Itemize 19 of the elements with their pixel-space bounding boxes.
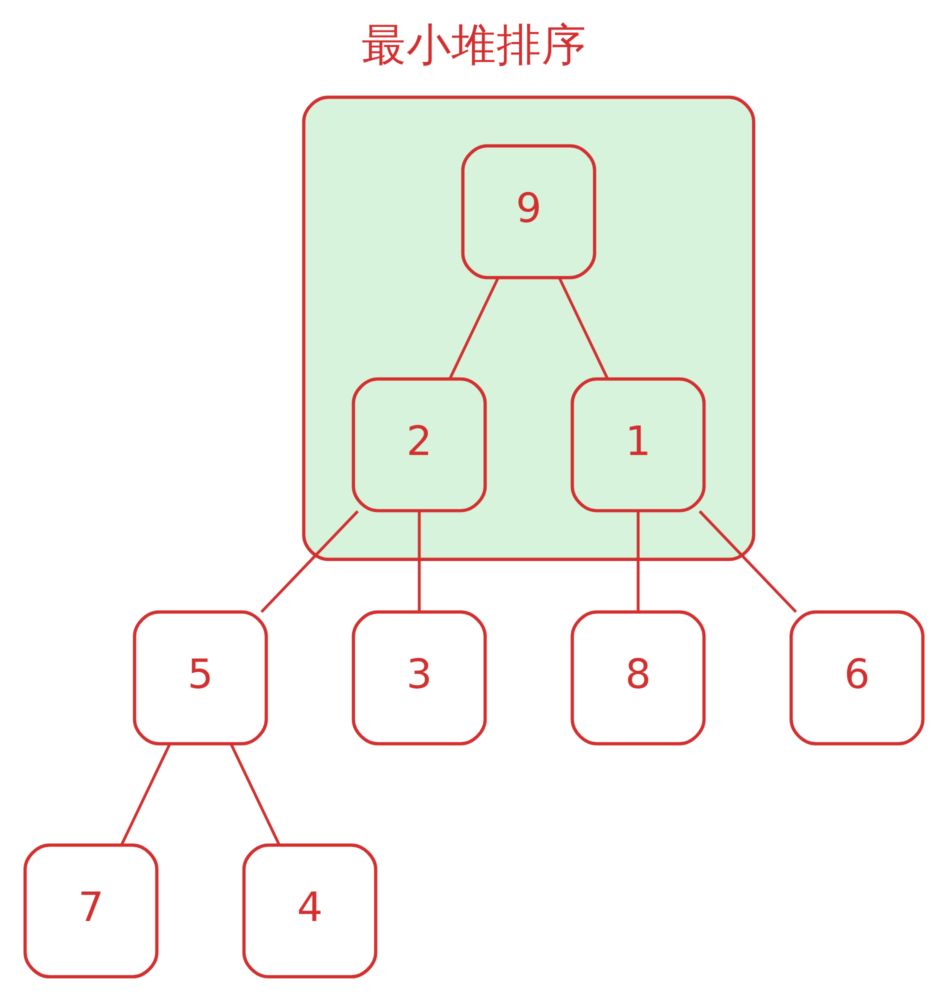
connector xyxy=(260,510,359,613)
connector xyxy=(698,510,797,613)
node-box: 3 xyxy=(352,610,487,746)
node-box: 1 xyxy=(570,377,706,512)
node-box: 2 xyxy=(352,377,487,512)
connector xyxy=(448,278,500,380)
connector xyxy=(558,278,609,380)
node-box: 8 xyxy=(570,610,706,746)
node-box: 9 xyxy=(461,144,596,280)
connector xyxy=(120,744,171,846)
diagram-title: 最小堆排序 xyxy=(362,18,586,71)
node-box: 6 xyxy=(790,610,925,746)
connector xyxy=(230,744,281,846)
cluster xyxy=(302,96,756,561)
node-box: 7 xyxy=(23,843,158,978)
node-box: 5 xyxy=(132,610,268,746)
node-box: 4 xyxy=(242,843,378,978)
connector xyxy=(636,511,640,612)
connector xyxy=(418,511,421,612)
